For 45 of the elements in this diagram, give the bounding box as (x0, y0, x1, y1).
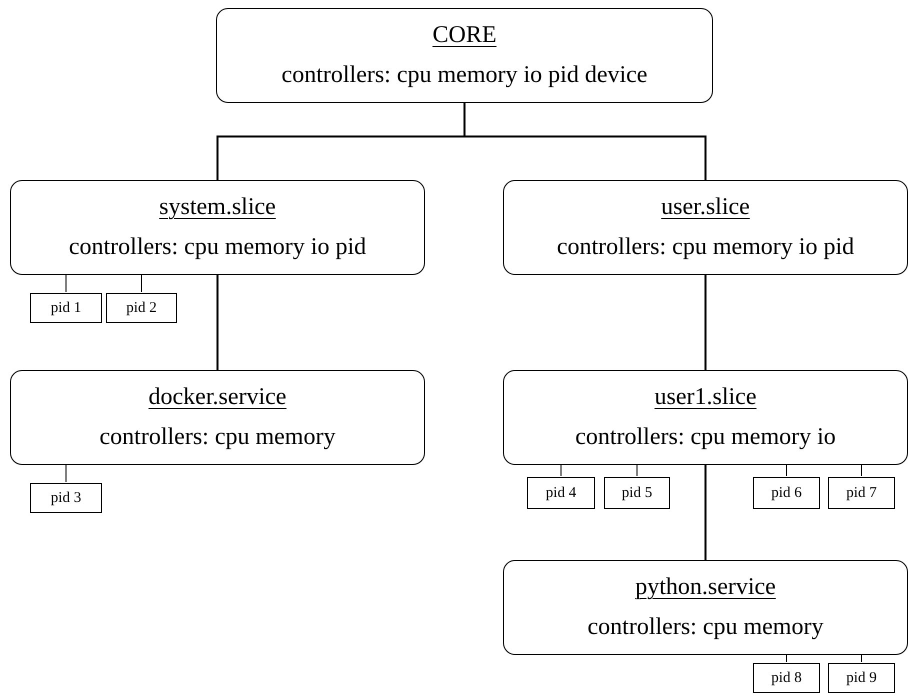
connector-line (704, 275, 706, 370)
process-box (106, 293, 177, 323)
node-title: python.service (635, 574, 776, 601)
node-title: docker.service (148, 384, 286, 411)
controllers-text: controllers: cpu memory io pid (556, 234, 854, 262)
process-box (30, 293, 102, 323)
pid-label: pid 6 (771, 484, 802, 502)
controllers-text: controllers: cpu memory io (575, 424, 836, 452)
pid-label: pid 7 (846, 484, 877, 502)
cgroup-box (503, 560, 908, 655)
controllers-text: controllers: cpu memory io pid device (282, 62, 648, 90)
process-box (828, 663, 895, 693)
cgroup-box (503, 180, 908, 275)
connector-line (560, 464, 562, 478)
cgroup-box (10, 180, 425, 275)
pid-label: pid 8 (771, 670, 802, 686)
cgroup-box (216, 8, 713, 103)
connector-line (141, 274, 142, 294)
process-box (828, 477, 895, 509)
pid-label: pid 4 (546, 484, 576, 502)
node-title: system.slice (159, 194, 276, 221)
pid-label: pid 5 (622, 484, 652, 502)
connector-line (786, 464, 787, 478)
pid-label: pid 3 (50, 490, 82, 506)
controllers-text: controllers: cpu memory io pid (68, 234, 366, 262)
process-box (753, 477, 820, 509)
connector-line (636, 464, 638, 478)
process-box (604, 477, 670, 509)
process-box (30, 483, 102, 513)
pid-label: pid 2 (126, 300, 157, 316)
controllers-text: controllers: cpu memory (588, 614, 824, 642)
cgroup-box (503, 370, 908, 465)
connector-line (216, 275, 218, 370)
node-title: user.slice (661, 194, 750, 221)
pid-label: pid 1 (50, 300, 82, 316)
pid-label: pid 9 (846, 670, 877, 686)
connector-line (464, 103, 706, 180)
cgroup-box (10, 370, 425, 465)
process-box (753, 663, 820, 693)
connector-line (704, 465, 706, 560)
process-box (527, 477, 595, 509)
controllers-text: controllers: cpu memory (100, 424, 336, 452)
node-title: CORE (432, 22, 496, 49)
node-title: user1.slice (654, 384, 756, 411)
connector-line (861, 464, 862, 478)
